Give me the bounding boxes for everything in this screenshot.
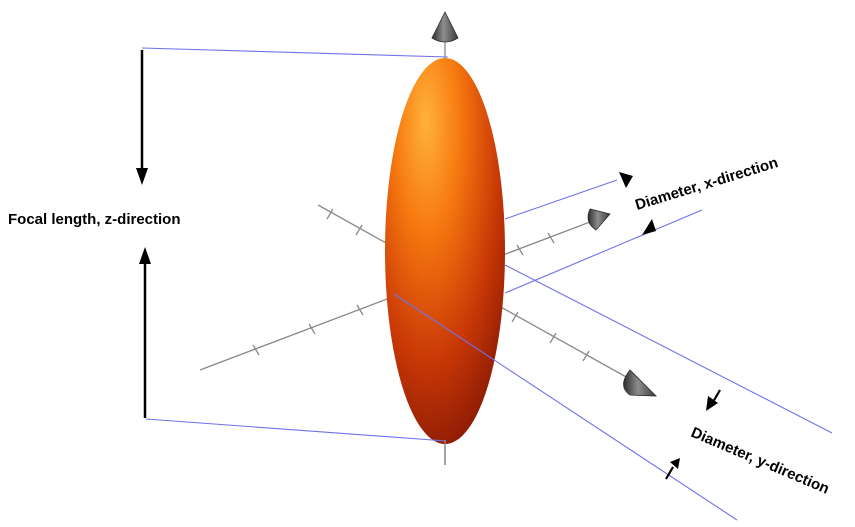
- label-focal-length: Focal length, z-direction: [8, 211, 181, 228]
- guide-dy-lower: [393, 293, 738, 521]
- guide-dy-upper: [504, 264, 833, 434]
- label-diameter-x: Diameter, x-direction: [633, 154, 780, 214]
- guide-dx-upper: [504, 179, 618, 220]
- axis-x-cone-icon: [587, 208, 611, 231]
- diameter-x-arrows: [619, 172, 656, 235]
- diameter-y-arrows: [665, 389, 721, 480]
- axis-cones: [431, 11, 658, 397]
- guide-focal-bottom: [145, 418, 447, 442]
- arrowhead-down-left-icon: [706, 396, 718, 411]
- focal-length-arrows: [136, 50, 151, 418]
- axis-x-ticks: [252, 232, 555, 356]
- arrow-down-icon: [136, 168, 148, 185]
- guide-focal-top: [141, 47, 449, 58]
- axis-z-cone-icon: [431, 11, 459, 43]
- arrowhead-up-right-icon: [670, 458, 680, 469]
- guide-dx-lower: [504, 209, 703, 294]
- arrowhead-up-icon: [642, 219, 656, 235]
- ellipsoid-lens: [385, 58, 505, 444]
- arrow-up-icon: [139, 247, 151, 264]
- axis-y-cone-icon: [623, 369, 658, 397]
- label-diameter-y: Diameter, y-direction: [688, 424, 831, 498]
- axis-y-ticks: [326, 208, 590, 362]
- arrowhead-down-icon: [619, 172, 633, 188]
- guide-lines: [141, 47, 833, 521]
